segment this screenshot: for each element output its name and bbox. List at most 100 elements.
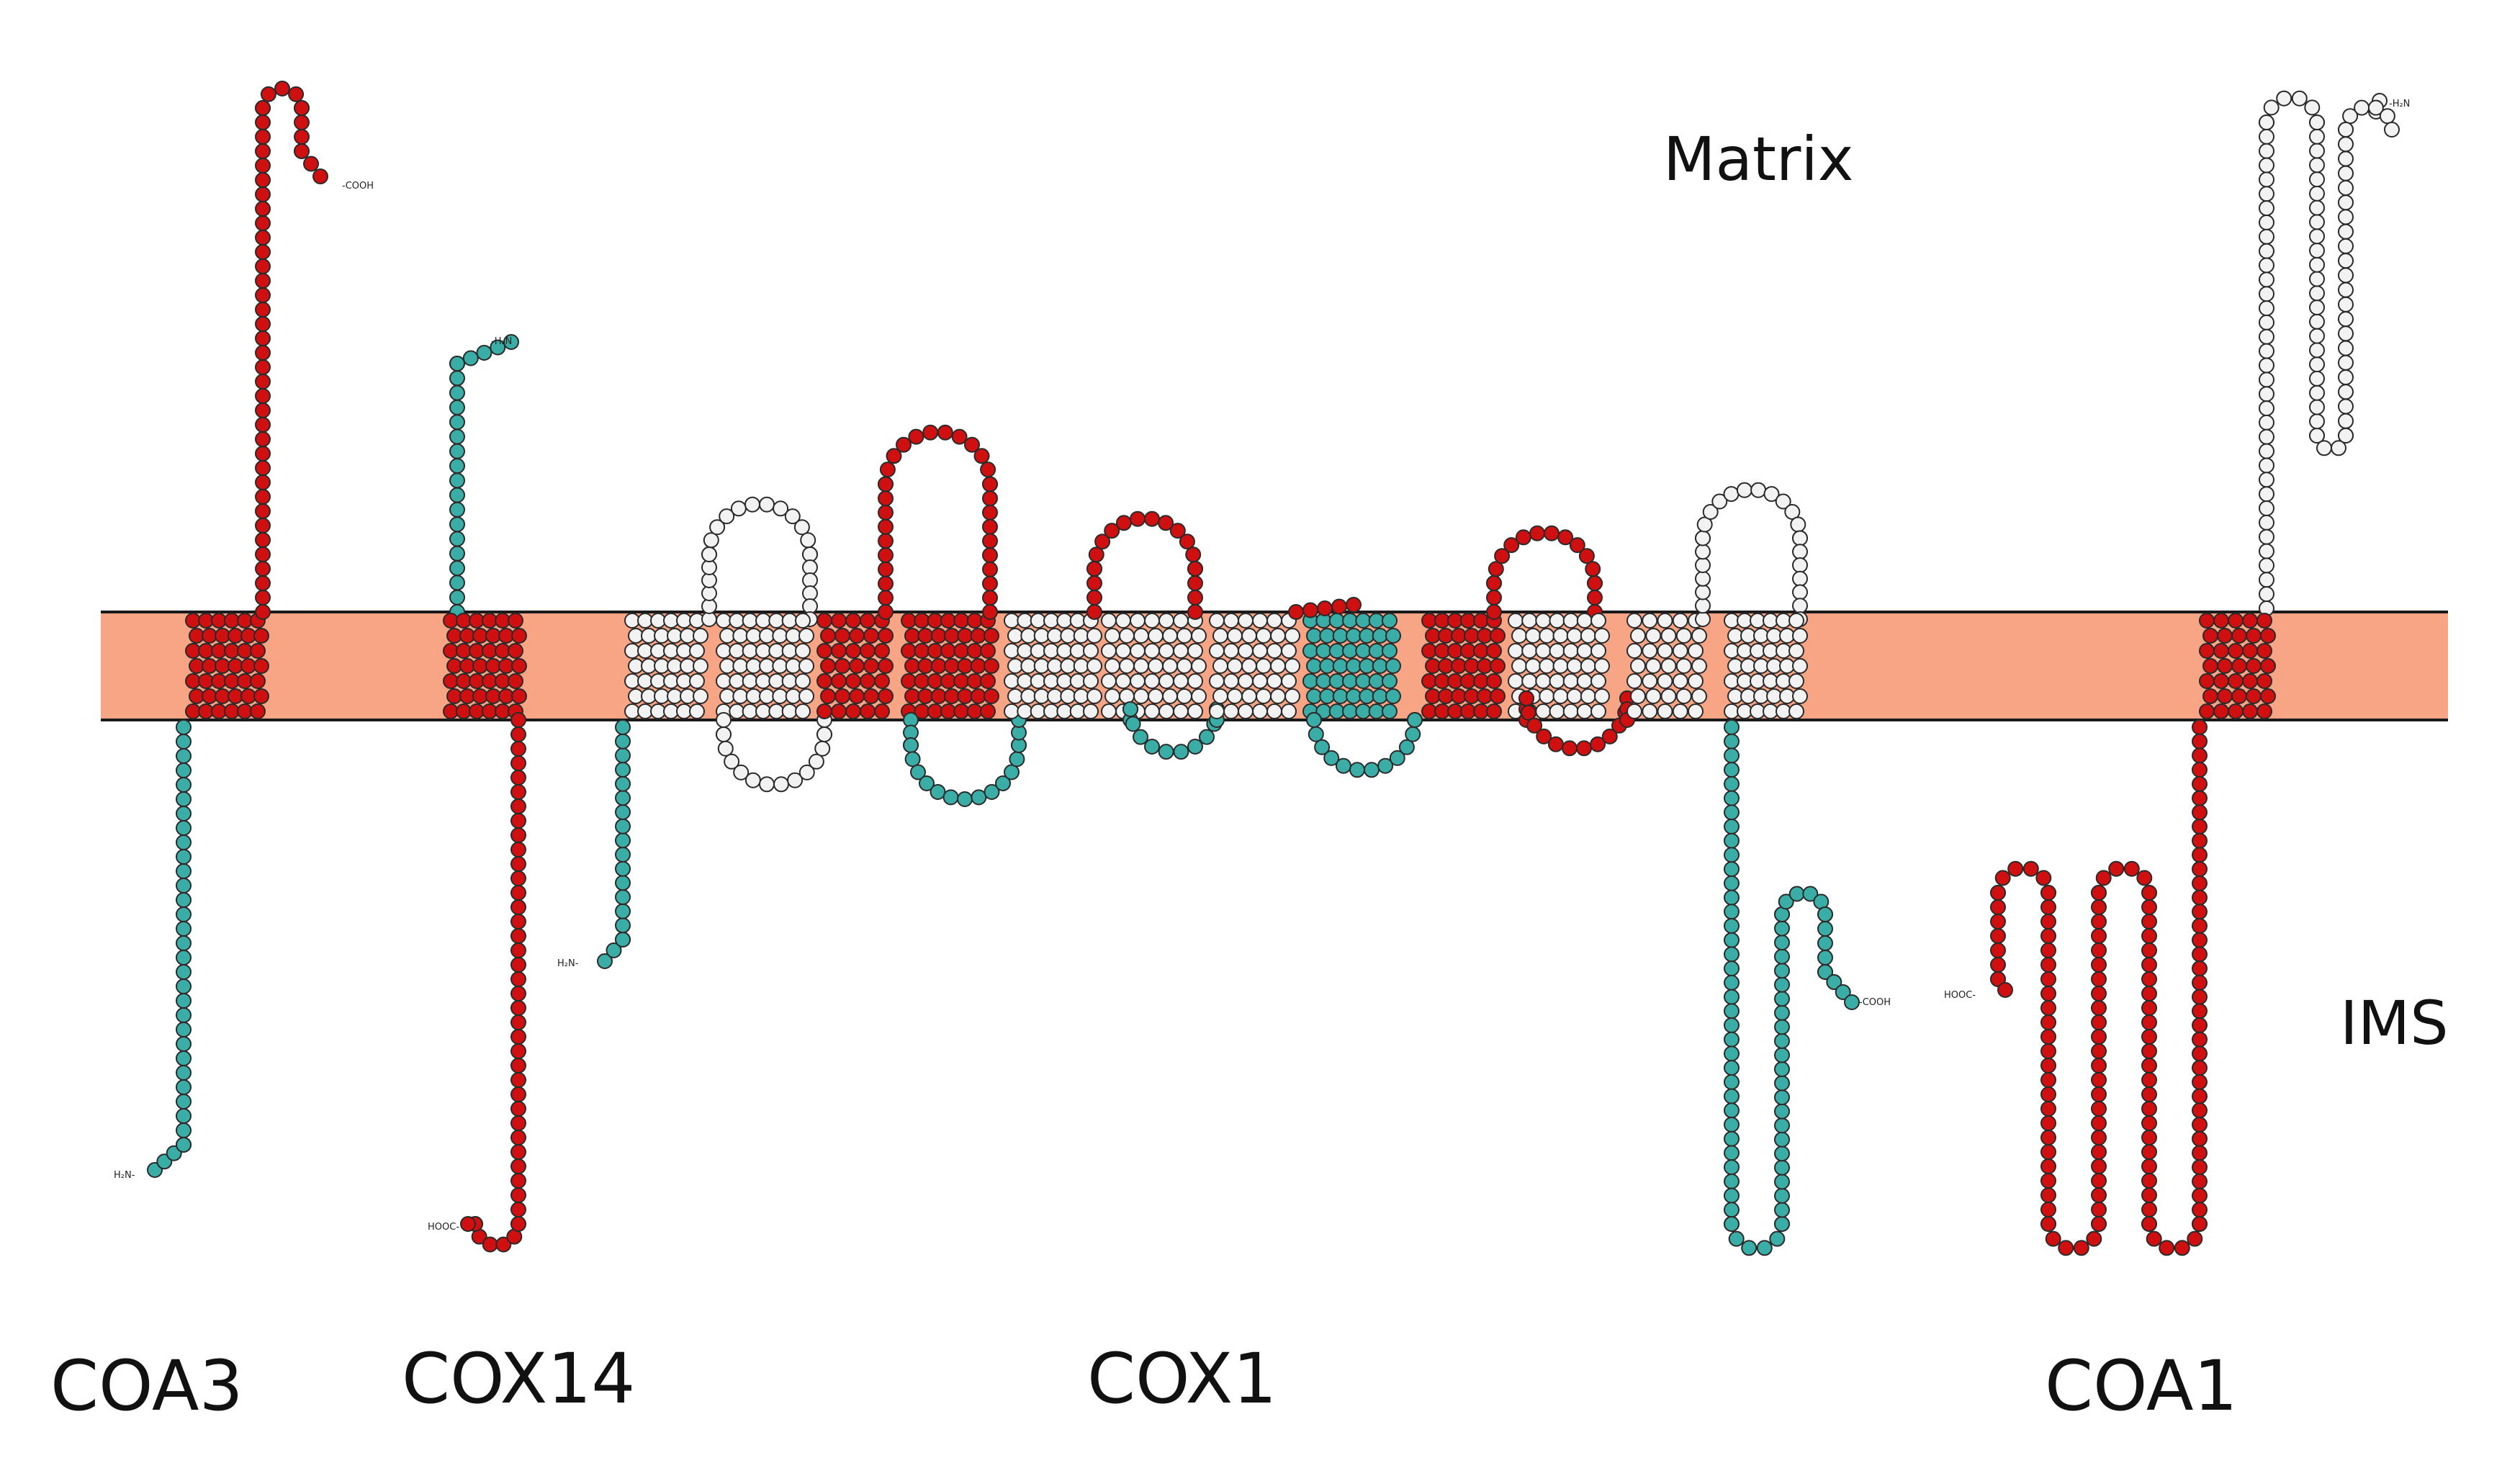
cox1-tm-helix-residue [834,688,850,704]
cox1-tm-helix-residue [772,688,788,704]
coa1-residue [2095,870,2112,886]
cox1-residue [1724,875,1740,891]
cox1-tm-helix-residue [1657,613,1673,629]
cox1-tm-helix-residue [1033,688,1050,704]
cox1-residue [1094,534,1111,550]
coa3-residue [255,244,271,260]
coa1-residue [2040,942,2056,958]
coa1-residue [2192,1159,2208,1176]
cox14-residue [510,1115,526,1131]
coa3-residue [176,978,192,994]
cox1-tm-helix-residue [1223,643,1239,659]
coa3-residue [176,921,192,937]
cox1-tm-helix-residue [1580,628,1596,644]
coa1-residue [1990,971,2006,987]
cox14-residue [510,1000,526,1016]
coa1-residue [2040,899,2056,915]
coa3-residue [294,100,310,116]
cox1-residue [1187,604,1203,620]
cox1-tm-helix-residue [1223,673,1239,689]
cox14-residue [510,1029,526,1045]
cox1-tm-helix-residue [1660,688,1677,704]
coa1-residue [2123,860,2140,877]
cox1-residue [1774,963,1790,979]
coa1-residue [2259,243,2274,259]
cox1-tm-helix-residue [732,658,749,674]
cox1-residue [759,776,775,793]
cox14-residue [495,1236,512,1253]
cox1-residue [937,424,953,441]
cox1-tm-helix-residue [1056,673,1073,689]
cox1-tm-helix-residue [1535,613,1552,629]
cox1-tm-helix-residue [1043,643,1059,659]
cox1-residue [717,740,734,757]
coa1-tm-helix-residue [2199,673,2215,689]
cox1-tm-helix-residue [831,673,847,689]
coa1-residue [2259,400,2274,417]
coa1-residue [2192,904,2208,920]
cox1-tm-helix-residue [693,628,708,644]
cox1-tm-helix-residue [1238,703,1254,719]
coa1-residue [2309,300,2325,315]
coa3-residue [255,143,271,159]
coa1-residue [2192,875,2208,891]
cox1-tm-helix-residue [1576,613,1593,629]
coa1-residue [2309,157,2325,174]
coa1-residue [2192,804,2208,821]
coa1-residue [2086,1230,2102,1247]
coa3-residue [176,1036,192,1052]
cox1-residue [814,740,831,757]
cox1-tm-helix-residue [980,643,996,659]
cox1-tm-helix-residue [1657,703,1673,719]
cox1-tm-helix-residue [1642,703,1658,719]
cox14-residue [510,1072,526,1088]
cox1-residue [615,860,631,877]
cox1-tm-helix-residue [1281,703,1297,719]
cox1-tm-helix-residue [1580,688,1596,704]
cox1-residue [615,747,631,764]
cox1-tm-helix-residue [1281,643,1297,659]
cox1-tm-helix-residue [1284,658,1300,674]
coa1-residue [2192,1202,2208,1218]
cox1-tm-helix-residue [1355,643,1372,659]
cox1-residue [982,518,998,535]
cox14-residue [449,545,465,562]
cox1-residue [615,903,631,919]
cox1-tm-helix-residue [1270,658,1286,674]
cox14-residue [510,1158,526,1174]
coa1-residue [2192,918,2208,934]
cox1-residue [878,490,894,507]
cox1-residue [597,953,613,969]
cox1-tm-helix-residue [834,628,850,644]
cox1-tm-helix-residue [1158,673,1174,689]
coa1-residue [2141,914,2157,929]
coa1-residue [2192,946,2208,963]
cox1-tm-helix-residue [1212,658,1228,674]
coa3-residue [294,143,310,159]
cox1-tm-helix-residue [1382,613,1398,629]
coa3-residue [176,1094,192,1109]
cox1-residue [1695,544,1711,560]
cox14-residue [449,458,465,474]
cox1-tm-helix-residue [940,703,956,719]
cox1-tm-helix-residue [1562,613,1579,629]
cox1-tm-helix-residue [1043,673,1059,689]
coa1-residue [2259,328,2274,345]
coa1-residue [2091,1202,2107,1217]
cox1-tm-helix-residue [785,688,801,704]
cox1-tm-helix-residue [1660,658,1677,674]
cox1-tm-helix-residue [1256,628,1272,644]
cox1-tm-helix-residue [930,688,947,704]
cox1-tm-helix-residue [1252,613,1268,629]
cox1-residue [1486,575,1502,591]
cox1-tm-helix-residue [1486,673,1502,689]
cox1-tm-helix-residue [1173,703,1189,719]
cox1-tm-helix-residue [1368,703,1385,719]
coa1-residue [2192,1088,2208,1104]
cox1-tm-helix-residue [874,703,890,719]
coa1-residue [2259,171,2274,188]
cox1-tm-helix-residue [1047,628,1063,644]
coa3-residue [255,474,271,490]
cox1-tm-helix-residue [732,628,749,644]
coa1-residue [2338,165,2354,181]
